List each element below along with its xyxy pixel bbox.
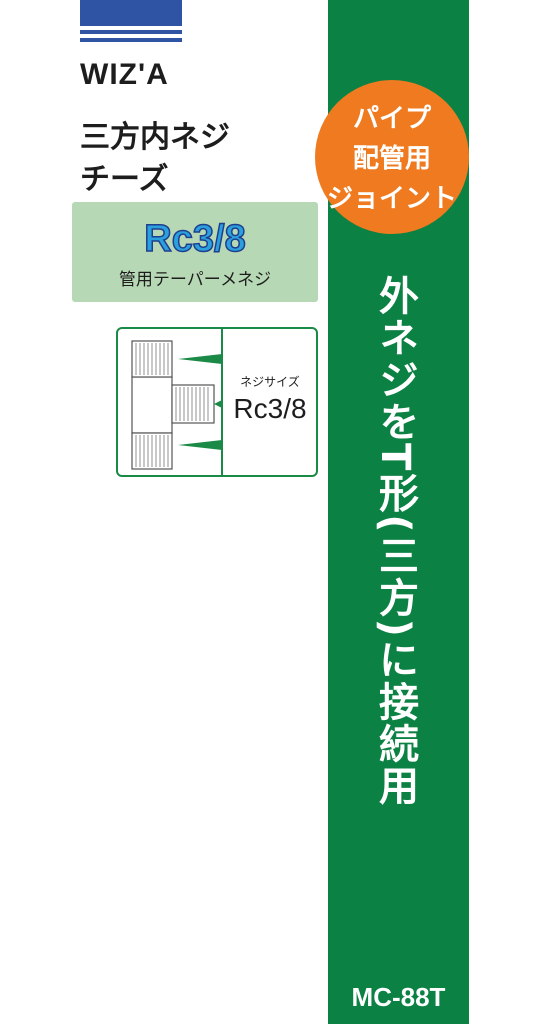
- product-title-line-1: 三方内ネジ: [80, 120, 230, 155]
- brand-stripe-2: [80, 38, 182, 42]
- thread-type: 管用テーパーメネジ: [118, 270, 272, 290]
- product-title-line-2: チーズ: [80, 162, 169, 197]
- brand-logo: WIZ'A: [80, 58, 169, 91]
- thread-size-value: Rc3/8: [233, 393, 307, 424]
- badge-line-2: 配管用: [352, 144, 431, 174]
- brand-stripe-thick: [80, 0, 182, 26]
- badge-line-3: ジョイント: [326, 184, 457, 214]
- brand-stripe-1: [80, 30, 182, 34]
- diagram-separator: [221, 329, 223, 475]
- thread-size: Rc3/8: [144, 217, 247, 261]
- category-badge: パイプ 配管用 ジョイント: [315, 80, 469, 234]
- badge-line-1: パイプ: [352, 104, 431, 134]
- usage-description: 外ネジをT形(三方)に接続用: [372, 275, 418, 807]
- model-number: MC-88T: [351, 982, 446, 1012]
- thread-spec-box: Rc3/8 管用テーパーメネジ: [72, 202, 318, 302]
- thread-size-caption: ネジサイズ: [240, 375, 300, 389]
- tee-diagram-frame: [116, 327, 318, 477]
- tee-fitting-icon: [131, 340, 222, 470]
